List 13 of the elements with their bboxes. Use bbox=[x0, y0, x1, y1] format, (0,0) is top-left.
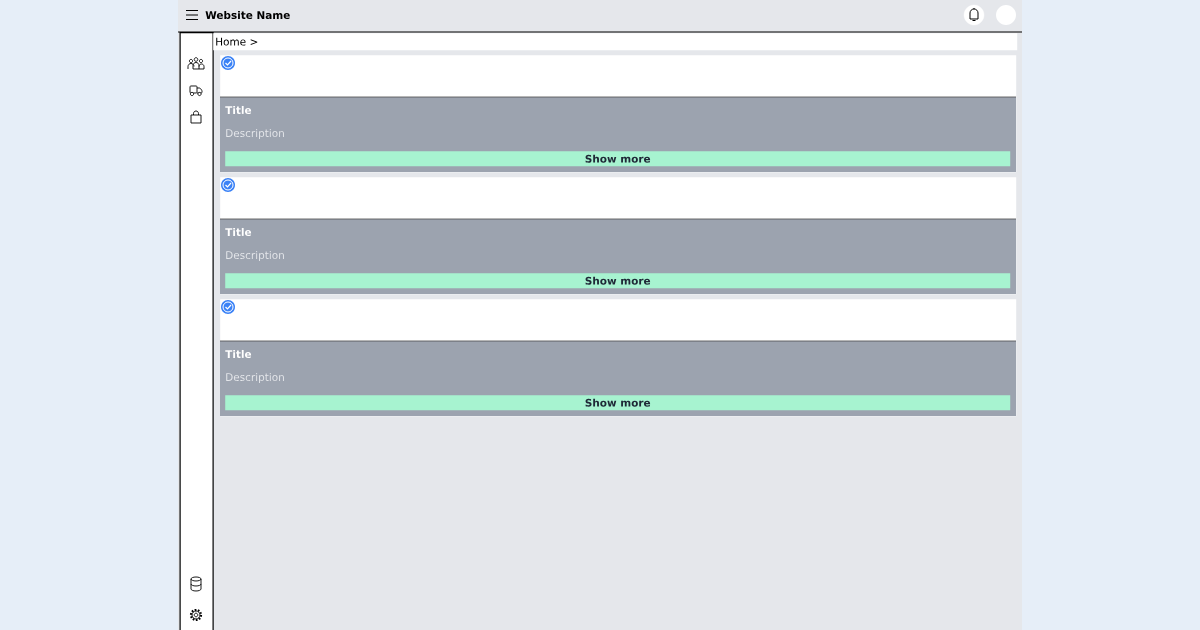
card-description: Description bbox=[226, 128, 284, 140]
card-description: Description bbox=[226, 250, 284, 262]
card-title: Title bbox=[225, 349, 252, 359]
show-more-button: Show more bbox=[225, 273, 1011, 289]
card-title: Title bbox=[225, 105, 252, 115]
sidebar bbox=[179, 32, 214, 630]
show-more-button: Show more bbox=[225, 395, 1011, 411]
card-title: Title bbox=[225, 227, 252, 237]
node-label: Home > bbox=[216, 37, 258, 46]
show-more-button: Show more bbox=[225, 151, 1011, 167]
breadcrumb: Home > bbox=[213, 33, 1018, 51]
site-title: Website Name bbox=[205, 10, 290, 20]
card-description: Description bbox=[226, 372, 284, 384]
